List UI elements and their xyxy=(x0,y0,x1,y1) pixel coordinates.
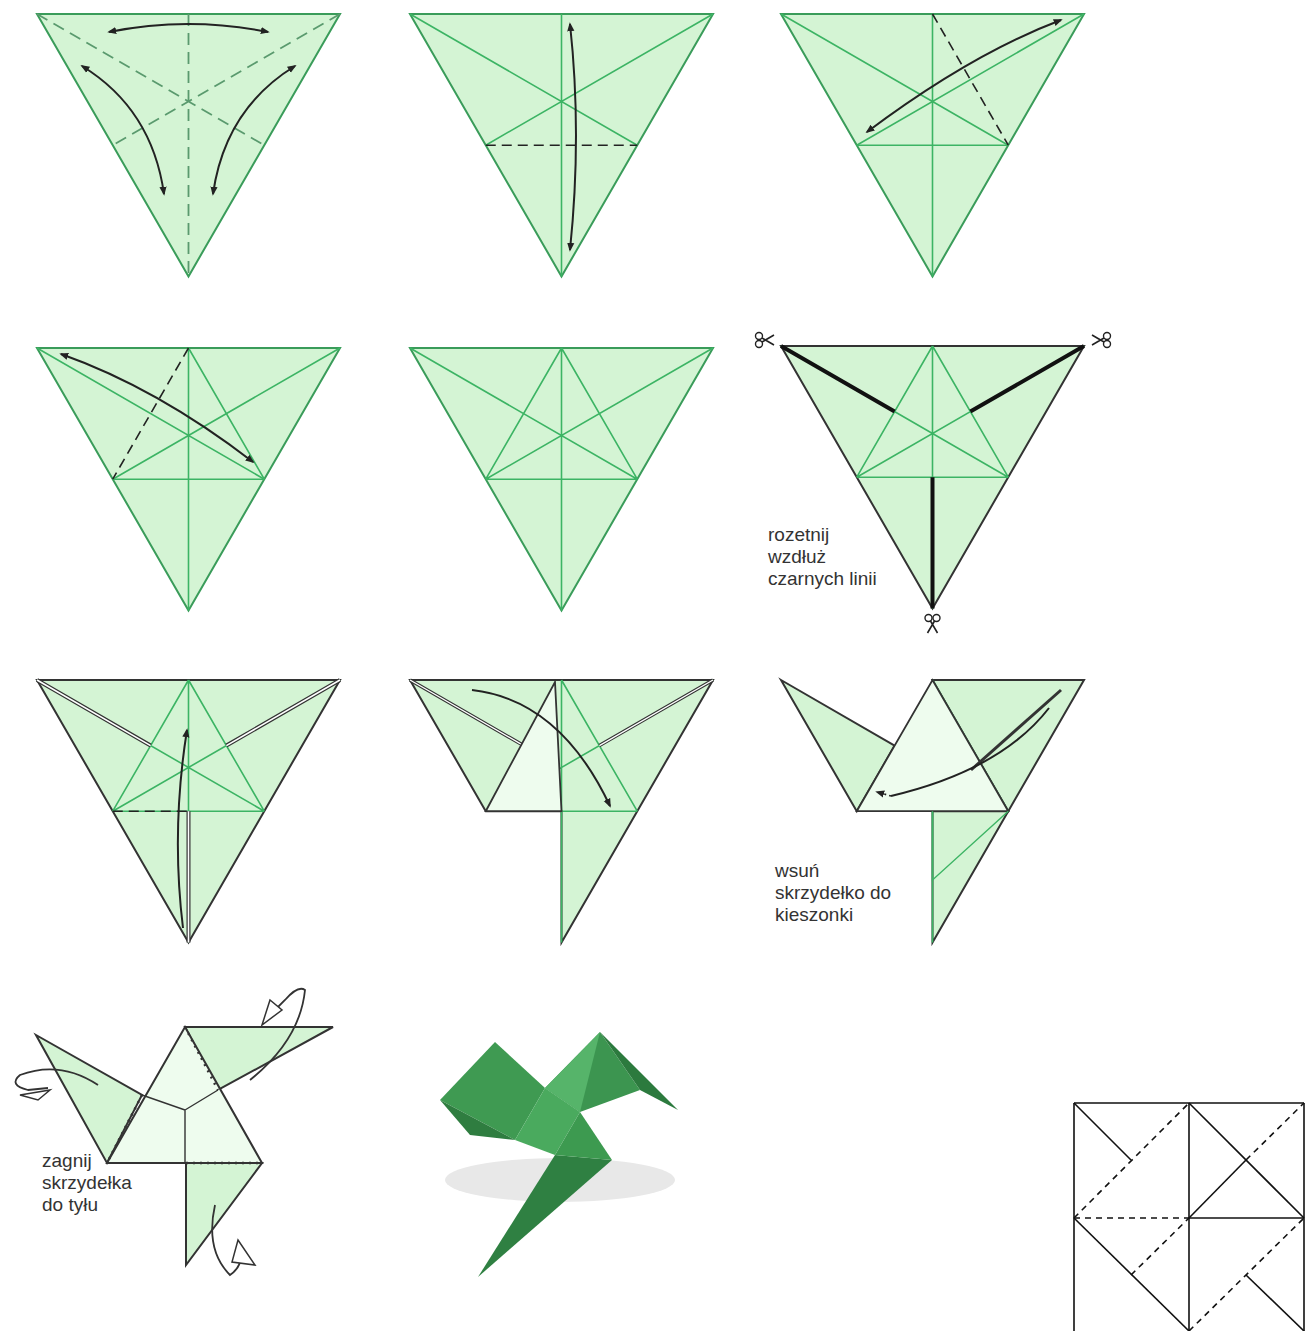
illustration-part xyxy=(891,708,1049,796)
step-5 xyxy=(410,348,713,610)
step-10 xyxy=(16,989,334,1275)
illustration-part xyxy=(1074,1218,1189,1331)
illustration-part xyxy=(1246,1103,1304,1160)
step-9 xyxy=(781,680,1084,942)
illustration-part xyxy=(1246,1275,1304,1331)
illustration-part xyxy=(109,24,268,32)
step-8 xyxy=(410,680,713,942)
illustration-part xyxy=(925,615,940,634)
step-note: rozetnij wzdłuż czarnych linii xyxy=(768,524,878,590)
illustration-part xyxy=(867,20,1061,132)
illustration-part xyxy=(877,792,891,796)
illustration-part xyxy=(1074,1217,1189,1219)
finished-model-photo xyxy=(440,1032,678,1277)
illustration-part xyxy=(410,348,713,610)
illustration-part xyxy=(37,14,340,276)
illustration-part xyxy=(212,1205,241,1275)
illustration-part xyxy=(16,989,306,1275)
illustration-part xyxy=(1189,1217,1304,1219)
illustration-part xyxy=(410,14,713,276)
illustration-part xyxy=(262,1000,282,1025)
illustration-part xyxy=(971,690,1061,770)
illustration-part xyxy=(1189,1103,1304,1218)
illustration-part xyxy=(37,680,340,942)
illustration-part xyxy=(410,680,713,942)
illustration-part xyxy=(37,348,340,610)
illustration-part xyxy=(37,680,340,942)
illustration-part xyxy=(410,348,713,610)
crease-pattern xyxy=(1074,1103,1304,1331)
illustration-part xyxy=(486,144,638,146)
step-2 xyxy=(410,14,713,276)
illustration-part xyxy=(1074,1103,1131,1160)
illustration-part xyxy=(82,24,295,194)
illustration-part xyxy=(16,1069,99,1090)
illustration-part xyxy=(600,1032,678,1110)
illustration-part xyxy=(1074,1103,1304,1331)
illustration-part xyxy=(178,730,187,928)
illustration-part xyxy=(107,1027,262,1163)
illustration-part xyxy=(37,14,340,276)
illustration-part xyxy=(1189,1160,1246,1218)
illustration-part xyxy=(478,1155,612,1277)
illustration-part xyxy=(555,1112,612,1160)
illustration-part xyxy=(756,333,775,348)
illustration-part xyxy=(37,14,340,276)
illustration-part xyxy=(472,690,610,806)
illustration-part xyxy=(113,348,189,479)
illustration-part xyxy=(107,1027,262,1163)
illustration-part xyxy=(410,680,713,942)
illustration-part xyxy=(410,680,713,746)
step-6 xyxy=(756,333,1111,634)
step-1 xyxy=(37,14,340,276)
step-note: wsuń skrzydełko do kieszonki xyxy=(775,860,905,926)
illustration-part xyxy=(410,14,713,276)
illustration-part xyxy=(781,14,1084,276)
illustration-part xyxy=(37,680,340,942)
illustration-part xyxy=(113,810,189,812)
illustration-part xyxy=(1131,1218,1189,1275)
illustration-part xyxy=(933,811,1009,880)
illustration-part xyxy=(186,1163,262,1265)
illustration-part xyxy=(250,989,305,1080)
illustration-part xyxy=(142,1090,218,1163)
illustration-part xyxy=(37,680,340,942)
illustration-part xyxy=(37,348,340,610)
illustration-part xyxy=(1189,1218,1304,1331)
illustration-part xyxy=(486,682,562,811)
step-4 xyxy=(37,348,340,610)
illustration-part xyxy=(20,1090,50,1100)
illustration-part xyxy=(857,680,1009,811)
step-7 xyxy=(37,680,340,942)
step-note: zagnij skrzydełka do tyłu xyxy=(42,1150,152,1216)
illustration-part xyxy=(440,1100,515,1140)
illustration-part xyxy=(545,1032,600,1112)
illustration-part xyxy=(1092,333,1111,348)
illustration-part xyxy=(61,354,253,462)
illustration-part xyxy=(857,144,1009,146)
illustration-part xyxy=(213,66,295,194)
step-3 xyxy=(781,14,1084,276)
illustration-part xyxy=(82,66,164,194)
illustration-part xyxy=(933,811,1009,942)
illustration-part xyxy=(113,348,265,479)
illustration-part xyxy=(1074,1103,1189,1218)
illustration-part xyxy=(781,14,1084,276)
illustration-part xyxy=(410,680,713,746)
illustration-part xyxy=(570,24,576,250)
illustration-part xyxy=(232,1240,255,1265)
